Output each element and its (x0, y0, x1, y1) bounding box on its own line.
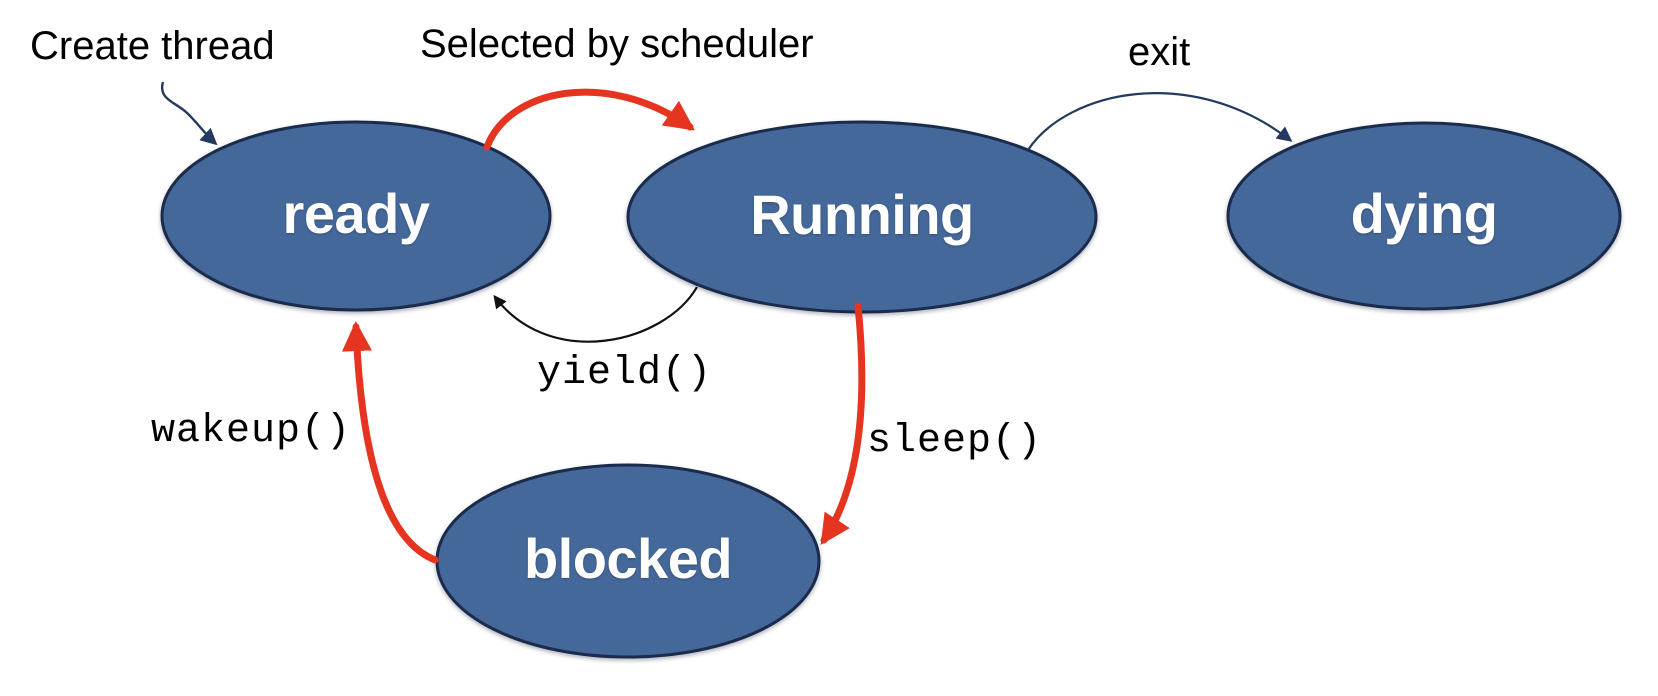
edge-create-thread-arrow (160, 81, 218, 146)
edge-sleep-arrow (820, 302, 866, 546)
edge-wakeup-arrow (341, 320, 439, 564)
edge-label-wakeup: wakeup() (151, 409, 352, 454)
edge-selected-by-scheduler-arrow (483, 88, 695, 151)
edge-label-selected-by-scheduler: Selected by scheduler (420, 22, 814, 66)
state-label-dying: dying (1350, 181, 1498, 245)
state-label-blocked: blocked (523, 526, 733, 590)
edge-label-exit: exit (1128, 30, 1191, 74)
edge-label-sleep: sleep() (867, 419, 1043, 464)
state-node-dying (1226, 121, 1622, 311)
edge-yield-arrow (493, 286, 698, 343)
state-node-ready (160, 120, 552, 312)
state-label-running: Running (750, 182, 974, 246)
edge-label-create-thread: Create thread (30, 24, 275, 68)
state-label-ready: ready (282, 181, 430, 245)
edge-exit-arrow (1027, 92, 1293, 151)
edge-label-yield: yield() (537, 351, 713, 396)
